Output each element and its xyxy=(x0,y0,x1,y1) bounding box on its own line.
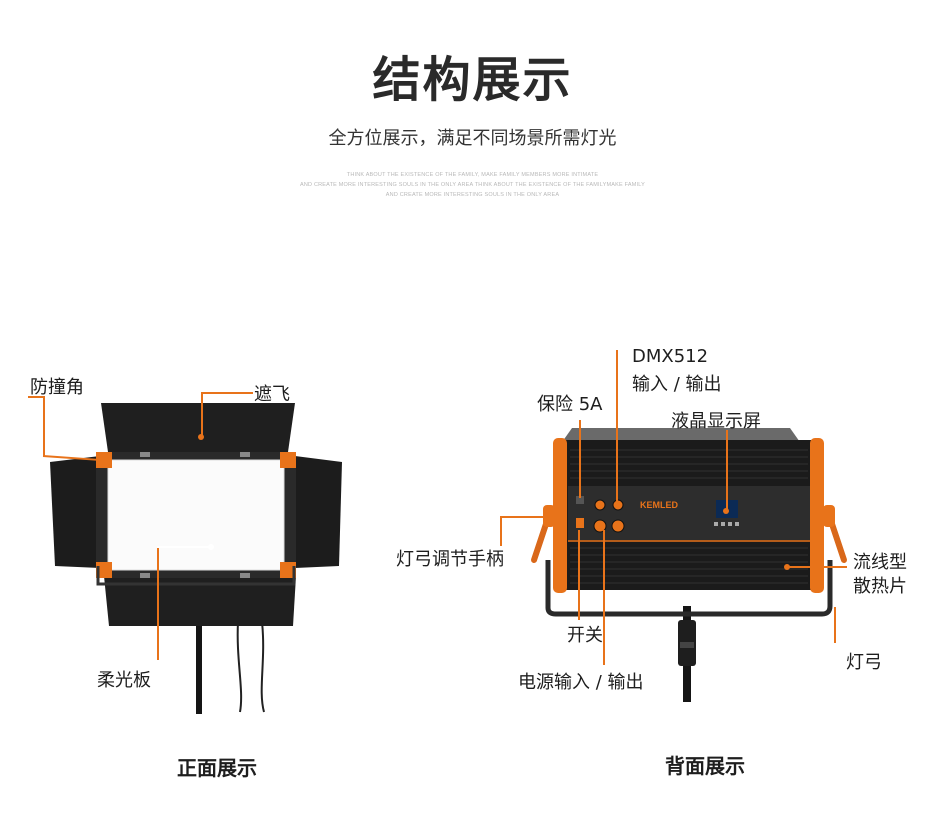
dot-lcd xyxy=(723,508,729,514)
english-tagline-2: AND CREATE MORE INTERESTING SOULS IN THE… xyxy=(300,182,645,188)
label-heatsink-line1: 流线型 xyxy=(853,552,907,573)
leader-handle-v xyxy=(500,516,502,546)
leader-corner-guard-h xyxy=(28,396,44,398)
dot-corner-guard xyxy=(100,457,106,463)
leader-corner-guard-v xyxy=(43,396,45,456)
leader-barn-door-h xyxy=(201,392,253,394)
caption-back: 背面展示 xyxy=(665,754,745,778)
dot-barn-door xyxy=(198,434,204,440)
leader-handle-h xyxy=(500,516,546,518)
leader-fuse xyxy=(579,420,581,498)
label-fuse: 保险 5A xyxy=(537,394,603,415)
label-handle: 灯弓调节手柄 xyxy=(396,549,504,570)
label-lcd: 液晶显示屏 xyxy=(671,411,761,432)
leader-lcd xyxy=(726,430,728,510)
leader-yoke xyxy=(834,607,836,643)
label-switch: 开关 xyxy=(567,625,603,646)
label-diffuser: 柔光板 xyxy=(97,670,151,691)
leader-barn-door-v xyxy=(201,392,203,436)
english-tagline-3: AND CREATE MORE INTERESTING SOULS IN THE… xyxy=(385,192,560,198)
leader-diffuser-v xyxy=(157,548,159,660)
dot-heatsink xyxy=(784,564,790,570)
label-dmx-line1: DMX512 xyxy=(632,346,709,367)
page-subtitle: 全方位展示，满足不同场景所需灯光 xyxy=(328,128,617,149)
leader-power xyxy=(603,530,605,665)
leader-dmx xyxy=(616,350,618,505)
english-tagline-1: THINK ABOUT THE EXISTENCE OF THE FAMILY,… xyxy=(346,172,599,178)
leader-switch xyxy=(578,530,580,620)
brand-logo: KEMLED xyxy=(640,500,678,510)
leader-diffuser-h xyxy=(157,546,213,548)
page-title: 结构展示 xyxy=(372,52,573,108)
dot-diffuser xyxy=(208,544,214,550)
label-power: 电源输入 / 输出 xyxy=(518,672,644,693)
label-dmx-line2: 输入 / 输出 xyxy=(632,374,722,395)
leader-heatsink xyxy=(787,566,847,568)
label-heatsink-line2: 散热片 xyxy=(853,576,907,597)
label-corner-guard: 防撞角 xyxy=(30,377,84,398)
caption-front: 正面展示 xyxy=(177,756,257,780)
label-barn-door: 遮飞 xyxy=(254,384,290,405)
label-yoke: 灯弓 xyxy=(846,652,882,673)
